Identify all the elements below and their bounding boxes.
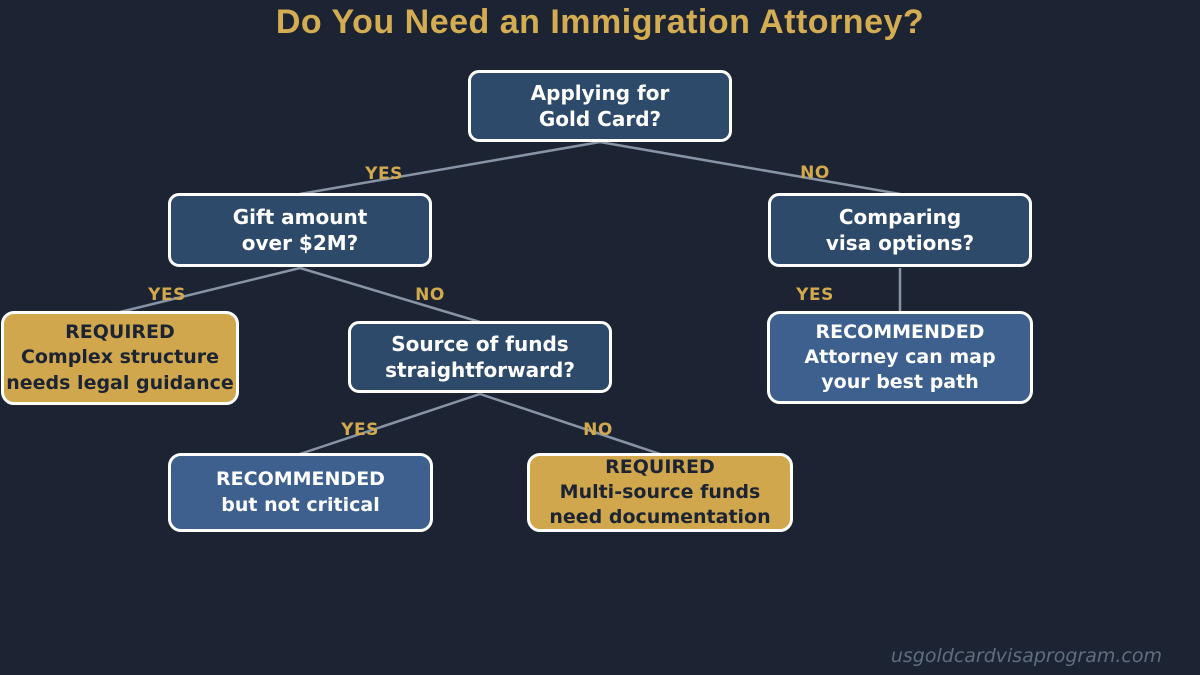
node-text: REQUIRED Complex structure needs legal g… (6, 321, 234, 394)
node-source-of-funds: Source of funds straightforward? (348, 321, 612, 393)
node-recommended-not-critical: RECOMMENDED but not critical (168, 453, 433, 532)
node-text: Applying for Gold Card? (530, 80, 670, 131)
node-recommended-attorney-map: RECOMMENDED Attorney can map your best p… (767, 311, 1033, 404)
edge-source-yes (299, 392, 481, 456)
node-text: Comparing visa options? (825, 204, 975, 255)
node-required-complex-structure: REQUIRED Complex structure needs legal g… (1, 311, 239, 405)
edge-label-source-no: NO (583, 420, 613, 440)
edge-source-no (479, 392, 661, 456)
edge-label-comparing-yes: YES (796, 285, 834, 305)
edge-label-gift-no: NO (415, 285, 445, 305)
edge-gift-yes (119, 266, 301, 314)
node-text: Source of funds straightforward? (385, 331, 575, 382)
node-text: RECOMMENDED but not critical (216, 468, 385, 516)
edge-label-root-yes: YES (365, 164, 403, 184)
node-gift-amount: Gift amount over $2M? (168, 193, 432, 267)
edge-label-root-no: NO (800, 163, 830, 183)
page-title: Do You Need an Immigration Attorney? (275, 3, 925, 41)
node-text: REQUIRED Multi-source funds need documen… (549, 455, 771, 529)
node-applying-gold-card: Applying for Gold Card? (468, 70, 732, 142)
node-text: RECOMMENDED Attorney can map your best p… (804, 320, 996, 394)
edge-root-no (599, 140, 901, 196)
edge-label-source-yes: YES (341, 420, 379, 440)
watermark: usgoldcardvisaprogram.com (890, 645, 1162, 667)
edge-gift-no (299, 266, 481, 324)
edge-root-yes (299, 140, 601, 196)
node-required-multisource-funds: REQUIRED Multi-source funds need documen… (527, 453, 793, 532)
node-text: Gift amount over $2M? (232, 204, 368, 255)
node-comparing-visa-options: Comparing visa options? (768, 193, 1032, 267)
edge-label-gift-yes: YES (148, 285, 186, 305)
